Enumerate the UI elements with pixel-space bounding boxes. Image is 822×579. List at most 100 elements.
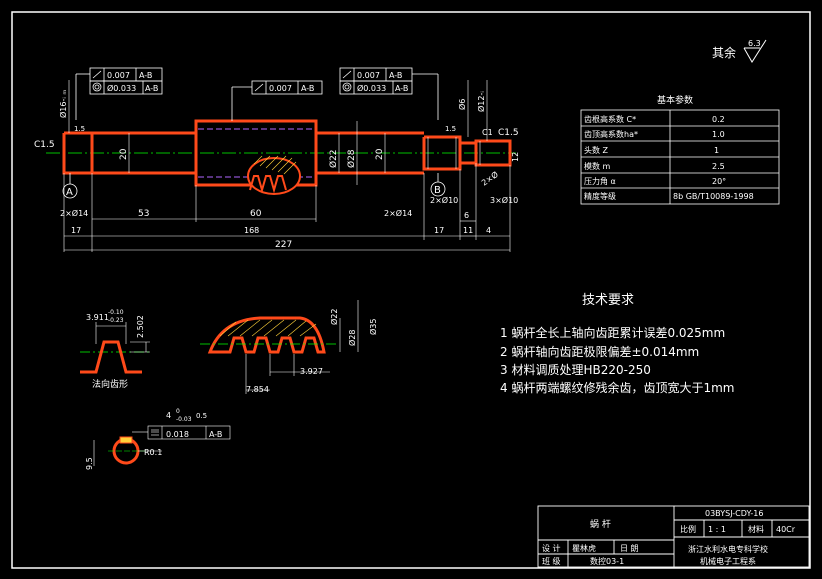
tb-drawing-no: 03BYSJ-CDY-16 — [705, 509, 763, 518]
datum-a: A — [62, 173, 78, 199]
key-top-tol: -0.03 — [176, 416, 192, 423]
chamfer-small: C1 — [482, 128, 493, 137]
surface-finish-value: 6.3 — [748, 39, 761, 48]
dim-d-worm-root: Ø22 — [328, 149, 339, 168]
dim-d-right-bearing: Ø6 — [457, 99, 467, 110]
surface-finish-label: 其余 — [712, 45, 736, 60]
tb-class-value: 数控03-1 — [590, 556, 624, 566]
detail-key-section: 4 0 -0.03 0.5 0.018 A-B R0.1 9.5 — [85, 408, 231, 470]
tol-right-coax-value: Ø0.033 — [357, 83, 386, 93]
len-168: 168 — [244, 226, 259, 235]
datum-b-label: B — [434, 185, 441, 196]
teeth-pitch: 3.927 — [300, 367, 323, 376]
param-value-4: 20° — [712, 177, 726, 186]
param-name-2: 头数 Z — [584, 145, 609, 155]
tol-right-runout-value: 0.007 — [357, 71, 380, 80]
surface-finish-symbol: 其余 6.3 — [712, 39, 767, 63]
main-view: 20 Ø22 Ø28 20 Ø16-ᵢ ₘ Ø6 Ø12-ᵢ 12 C1.5 C… — [34, 67, 520, 252]
param-value-0: 0.2 — [712, 115, 725, 124]
tb-material-label: 材料 — [748, 524, 764, 534]
param-table: 基本参数 齿根高系数 C* 0.2 齿顶高系数ha* 1.0 头数 Z 1 模数… — [580, 94, 780, 205]
param-name-1: 齿顶高系数ha* — [584, 129, 638, 139]
key-dim-small: 0.5 — [196, 412, 207, 420]
radius-right: 1.5 — [445, 125, 456, 133]
param-name-3: 模数 m — [584, 161, 611, 171]
detail-normal-profile: 3.911 -0.10 -0.23 2.502 法向齿形 — [80, 309, 150, 390]
tb-design-label: 设 计 — [542, 543, 561, 553]
title-block: 蜗 杆 03BYSJ-CDY-16 比例 1 : 1 材料 40Cr 设 计 瞿… — [537, 505, 810, 568]
len-17-right: 17 — [434, 226, 444, 235]
dim-d-left-end: Ø16-ᵢ ₘ — [58, 90, 68, 118]
dim-d-worm-tip: Ø28 — [346, 149, 357, 168]
dim-d-left-bearing: 20 — [119, 148, 129, 160]
local-section-teeth — [247, 155, 301, 195]
param-table-title: 基本参数 — [657, 94, 693, 106]
teeth-d-root: Ø22 — [329, 309, 339, 325]
tol-center-value: 0.007 — [269, 84, 292, 93]
dim-d-shaft-end: Ø12-ᵢ — [476, 91, 486, 112]
tech-item-4: 4 蜗杆两端螺纹修残余齿，齿顶宽大于1mm — [500, 380, 734, 395]
profile-tol-lower: -0.23 — [108, 317, 124, 324]
tol-right-runout-ref: A-B — [389, 71, 402, 80]
tb-design-date: 日 朗 — [620, 543, 639, 553]
tb-scale-value: 1 : 1 — [708, 525, 726, 534]
chamfer-right: C1.5 — [498, 128, 519, 138]
tol-left-runout-ref: A-B — [139, 71, 152, 80]
key-upper-num: 0 — [176, 408, 180, 415]
dim-d-center: 20 — [375, 148, 385, 160]
key-sym-value: 0.018 — [166, 430, 189, 439]
groove-b-right: 3×Ø10 — [490, 195, 518, 205]
tb-scale-label: 比例 — [680, 524, 696, 534]
key-top-dim: 4 — [166, 411, 171, 420]
tol-center — [231, 80, 323, 121]
profile-tol-upper: -0.10 — [108, 309, 124, 316]
tb-material-value: 40Cr — [776, 525, 796, 534]
teeth-d-tip: Ø28 — [347, 330, 357, 346]
tol-left-runout-value: 0.007 — [107, 71, 130, 80]
key-side-dim: 9.5 — [85, 457, 94, 470]
dim-d-key: 12 — [511, 152, 520, 162]
tol-right-coax-ref: A-B — [395, 84, 408, 93]
chamfer-left: C1.5 — [34, 140, 55, 150]
radius-left: 1.5 — [74, 125, 85, 133]
len-4: 4 — [486, 226, 491, 235]
param-name-0: 齿根高系数 C* — [584, 114, 636, 124]
len-6: 6 — [464, 211, 469, 220]
tol-left-coax-ref: A-B — [145, 84, 158, 93]
param-value-1: 1.0 — [712, 130, 725, 139]
param-value-5: 8b GB/T10089-1998 — [673, 192, 754, 201]
drawing-border — [11, 11, 811, 569]
len-60: 60 — [250, 209, 262, 219]
detail-teeth: Ø22 Ø28 Ø35 3.927 7.854 — [200, 300, 378, 394]
groove-right: 2×Ø14 — [384, 208, 412, 218]
tb-class-label: 班 级 — [542, 556, 561, 566]
tb-designer: 瞿林虎 — [572, 543, 596, 553]
param-name-5: 精度等级 — [584, 191, 616, 201]
teeth-lead: 7.854 — [246, 385, 269, 394]
datum-a-label: A — [66, 187, 73, 198]
tol-right — [339, 67, 439, 120]
tech-item-1: 1 蜗杆全长上轴向齿距累计误差0.025mm — [500, 325, 725, 340]
tb-part-name: 蜗 杆 — [590, 518, 611, 530]
len-53: 53 — [138, 209, 149, 219]
len-227: 227 — [275, 240, 292, 250]
tech-title: 技术要求 — [582, 293, 634, 308]
tech-item-2: 2 蜗杆轴向齿距极限偏差±0.014mm — [500, 344, 699, 359]
len-17-left: 17 — [71, 226, 81, 235]
groove-left: 2×Ø14 — [60, 208, 88, 218]
tol-center-ref: A-B — [301, 84, 314, 93]
groove-b-left: 2×Ø10 — [430, 195, 458, 205]
tb-school: 浙江水利水电专科学校 — [688, 544, 768, 554]
tech-item-3: 3 材料调质处理HB220-250 — [500, 363, 651, 377]
teeth-d-pitch: Ø35 — [368, 319, 378, 335]
param-value-3: 2.5 — [712, 162, 725, 171]
key-radius: R0.1 — [144, 448, 162, 457]
datum-b: B — [430, 173, 446, 197]
profile-height-dim: 2.502 — [136, 315, 145, 338]
profile-width-dim: 3.911 — [86, 313, 109, 322]
key-sym-ref: A-B — [209, 430, 222, 439]
tol-left — [75, 67, 163, 120]
tech-requirements: 技术要求 1 蜗杆全长上轴向齿距累计误差0.025mm 2 蜗杆轴向齿距极限偏差… — [500, 293, 734, 395]
param-value-2: 1 — [714, 146, 719, 155]
